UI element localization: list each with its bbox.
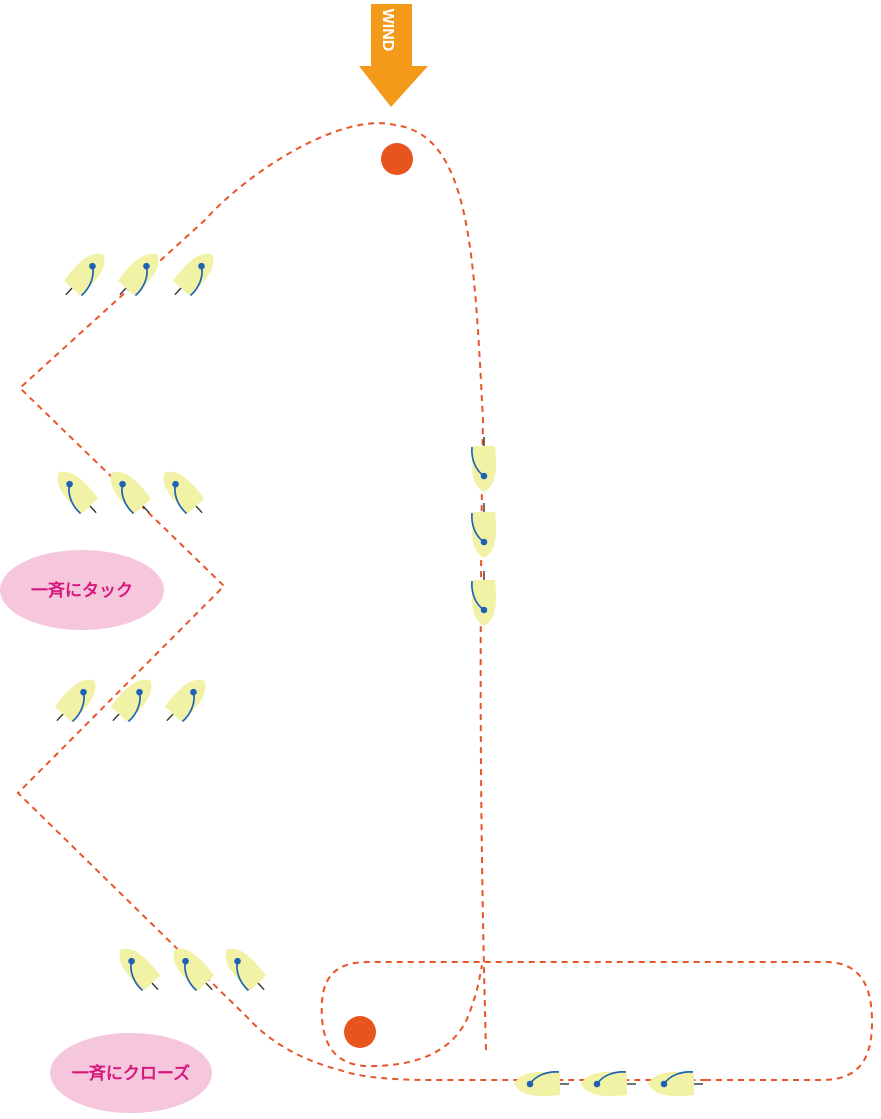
sailboat-icon [165,245,223,304]
sailboat-icon [48,463,106,522]
sailboat-icon [513,1070,570,1097]
sailboat-icon [101,463,159,522]
boat-group-1 [56,245,223,304]
sailboat-icon [216,940,274,999]
leeward-mark-buoy-icon [344,1016,376,1048]
tack-callout: 一斉にタック [0,550,164,630]
sailboat-icon [164,940,222,999]
sailboat-icon [154,463,212,522]
boat-group-downwind [471,436,497,627]
wind-arrow-icon: WIND [359,4,428,107]
close-label: 一斉にクローズ [72,1063,190,1084]
sailboat-icon [103,671,161,730]
boat-group-3 [47,671,215,730]
course-lines [16,122,874,1081]
wind-label: WIND [379,9,396,52]
sailboat-icon [56,245,114,304]
sailboat-icon [471,570,497,627]
tack-label: 一斉にタック [31,580,133,601]
boat-group-4 [110,940,274,999]
leeward-loop-path [320,961,874,1081]
close-callout: 一斉にクローズ [50,1033,212,1113]
upwind-leg-path [16,122,705,1081]
sailboat-icon [471,436,497,493]
sailboat-icon [580,1070,637,1097]
sailboat-icon [471,502,497,559]
windward-mark-buoy-icon [381,143,413,175]
sailboat-icon [647,1070,704,1097]
sailboat-icon [47,671,105,730]
boat-group-bottom [513,1070,704,1097]
sailboat-icon [157,671,215,730]
sailboat-icon [110,940,168,999]
sailboat-icon [110,245,168,304]
boat-group-2 [48,463,212,522]
